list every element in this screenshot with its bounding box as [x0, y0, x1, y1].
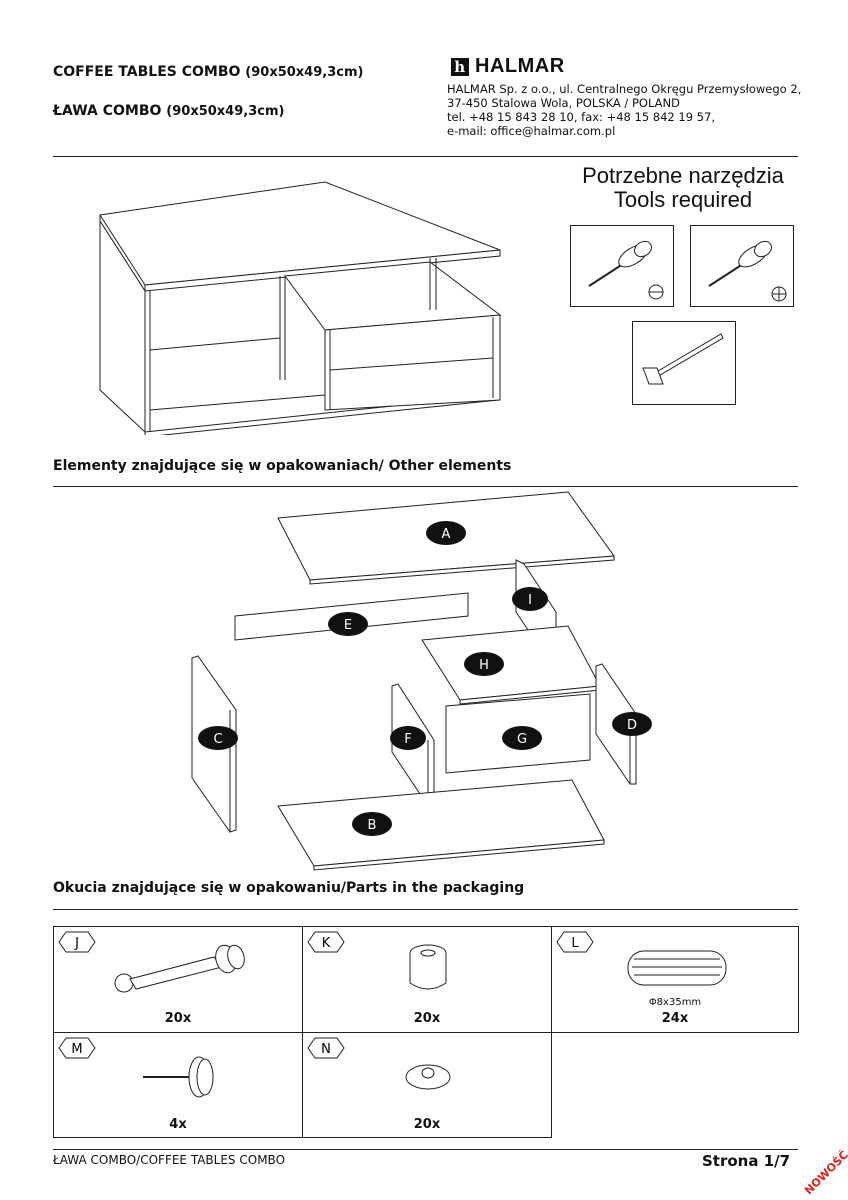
part-tag-L: L	[556, 931, 594, 953]
svg-text:M: M	[71, 1042, 82, 1057]
tools-title-en: Tools required	[613, 187, 753, 212]
title-en: COFFEE TABLES COMBO (90x50x49,3cm)	[53, 64, 363, 80]
part-L-dim: Φ8x35mm	[648, 997, 702, 1008]
address-line-1: HALMAR Sp. z o.o., ul. Centralnego Okręg…	[447, 82, 802, 96]
svg-text:L: L	[571, 936, 579, 951]
glide-nail-icon	[143, 1056, 214, 1098]
wooden-dowel-icon	[627, 950, 727, 986]
svg-text:N: N	[321, 1042, 331, 1057]
label-E: E	[344, 618, 352, 633]
brand-logo: h HALMAR	[451, 55, 565, 78]
label-B: B	[368, 818, 377, 833]
parts-heading-en: Parts in the packaging	[346, 880, 525, 896]
part-tag-J: J	[58, 931, 96, 953]
flat-screwdriver-icon	[588, 240, 664, 300]
part-K-qty: 20x	[413, 1011, 441, 1026]
label-C: C	[213, 732, 222, 747]
label-I: I	[528, 593, 532, 608]
title-pl: ŁAWA COMBO (90x50x49,3cm)	[53, 103, 284, 119]
part-N: N 20x	[302, 1032, 552, 1138]
elements-heading: Elementy znajdujące się w opakowaniach/ …	[53, 458, 511, 474]
hammer-icon	[642, 333, 724, 385]
label-H-badge	[464, 652, 504, 676]
svg-text:J: J	[74, 936, 79, 951]
footer-product-name: ŁAWA COMBO/COFFEE TABLES COMBO	[53, 1153, 286, 1167]
label-A-badge	[426, 521, 466, 545]
page-number: Strona 1/7	[702, 1152, 791, 1170]
cam-lock-icon	[409, 944, 447, 990]
label-B-badge	[352, 812, 392, 836]
title-pl-text: ŁAWA COMBO	[53, 103, 162, 119]
address-line-2: 37-450 Stalowa Wola, POLSKA / POLAND	[447, 96, 680, 110]
part-tag-M: M	[58, 1037, 96, 1059]
exploded-view: A E I H C F G D B	[191, 491, 652, 871]
part-L-qty: 24x	[661, 1011, 689, 1026]
label-H: H	[479, 658, 489, 673]
parts-heading: Okucia znajdujące się w opakowaniu/Parts…	[53, 880, 524, 896]
title-en-dims: (90x50x49,3cm)	[245, 65, 364, 80]
label-F: F	[404, 732, 411, 747]
part-L: L Φ8x35mm 24x	[551, 926, 799, 1033]
tools-heading: Potrzebne narzędzia Tools required	[553, 164, 813, 212]
flat-screwdriver-box	[570, 225, 674, 307]
parts-heading-pl: Okucia znajdujące się w opakowaniu/	[53, 880, 347, 896]
parts-table: J 20x K 20x L	[53, 926, 799, 1138]
part-N-qty: 20x	[413, 1117, 441, 1132]
hammer-box	[632, 321, 736, 405]
address-line-4: e-mail: office@halmar.com.pl	[447, 124, 616, 138]
footer-divider	[53, 1149, 798, 1150]
title-en-text: COFFEE TABLES COMBO	[53, 64, 241, 80]
phillips-screwdriver-box	[690, 225, 794, 307]
tools-title-pl: Potrzebne narzędzia	[582, 163, 784, 188]
elements-divider	[53, 486, 798, 487]
elements-heading-en: Other elements	[388, 458, 512, 474]
elements-heading-pl: Elementy znajdujące się w opakowaniach/	[53, 458, 389, 474]
title-pl-dims: (90x50x49,3cm)	[166, 104, 285, 119]
label-A: A	[442, 527, 451, 542]
brand-name: HALMAR	[475, 55, 565, 77]
parts-divider	[53, 909, 798, 910]
part-tag-N: N	[307, 1037, 345, 1059]
label-G: G	[517, 732, 527, 747]
label-D-badge	[612, 712, 652, 736]
cover-cap-icon	[405, 1064, 451, 1090]
header-divider	[53, 156, 798, 157]
label-G-badge	[502, 726, 542, 750]
address-line-3: tel. +48 15 843 28 10, fax: +48 15 842 1…	[447, 110, 715, 124]
company-address: HALMAR Sp. z o.o., ul. Centralnego Okręg…	[447, 82, 801, 138]
label-I-badge	[512, 587, 548, 611]
label-C-badge	[198, 726, 238, 750]
part-J-qty: 20x	[164, 1011, 192, 1026]
phillips-screwdriver-icon	[708, 240, 787, 302]
h-logo-icon: h	[451, 57, 469, 76]
part-K: K 20x	[302, 926, 552, 1033]
label-F-badge	[390, 726, 426, 750]
confirmat-bolt-icon	[114, 944, 245, 993]
coffee-table-illustration	[99, 181, 502, 435]
new-badge: NOWOŚĆ	[802, 1148, 848, 1198]
svg-text:K: K	[322, 936, 331, 951]
part-M-qty: 4x	[169, 1117, 187, 1132]
label-E-badge	[328, 612, 368, 636]
part-J: J 20x	[53, 926, 303, 1033]
part-tag-K: K	[307, 931, 345, 953]
part-M: M 4x	[53, 1032, 303, 1138]
panel-B	[277, 779, 605, 867]
label-D: D	[627, 718, 637, 733]
